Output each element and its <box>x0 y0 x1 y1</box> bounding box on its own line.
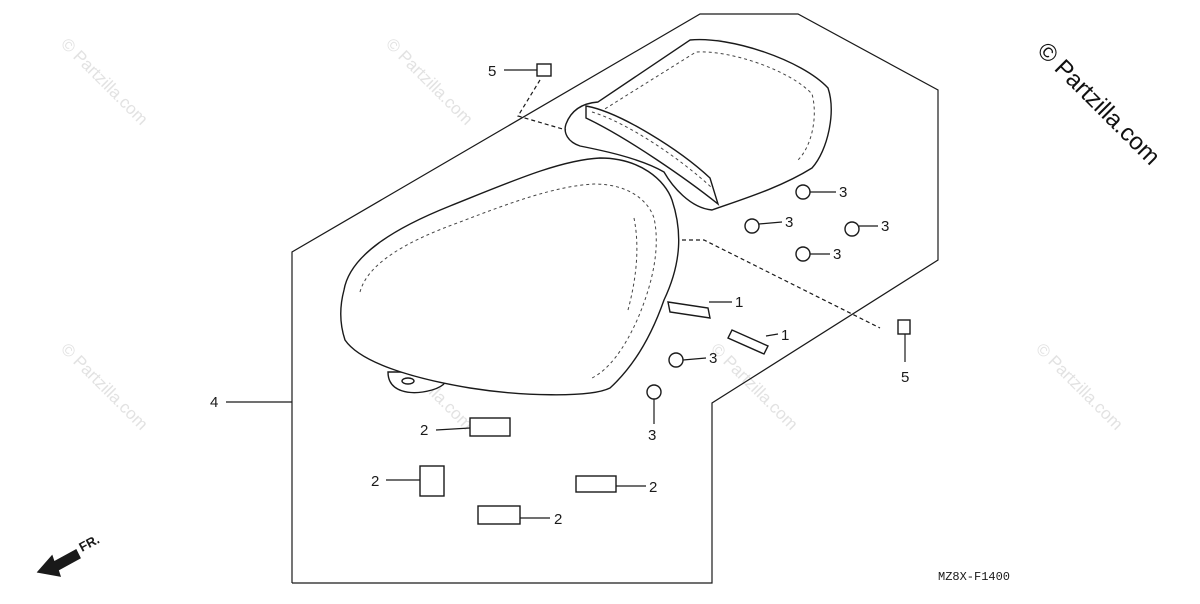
callout-3f: 3 <box>648 427 656 444</box>
callout-3e: 3 <box>709 350 717 367</box>
passenger-pillion <box>564 38 832 211</box>
seat-illustration <box>340 38 832 396</box>
bracket-2c <box>575 475 617 493</box>
callout-3c: 3 <box>881 218 889 235</box>
bracket-2a <box>469 417 511 437</box>
grommet-3d <box>795 246 811 262</box>
callout-2d: 2 <box>554 511 562 528</box>
rider-seat <box>340 157 680 396</box>
watermark-7: © Partzilla.com <box>1032 339 1126 433</box>
watermark-2: © Partzilla.com <box>382 34 476 128</box>
cushion-1a <box>667 301 711 319</box>
assembly-boundary <box>291 13 939 584</box>
bracket-2b <box>419 465 445 497</box>
callout-labels: 5 5 1 1 2 2 2 2 3 3 3 3 3 3 4 <box>210 63 909 528</box>
callout-3d: 3 <box>833 246 841 263</box>
part-bolts <box>536 63 911 335</box>
watermark-6: © Partzilla.com <box>707 339 801 433</box>
callout-2b: 2 <box>371 473 379 490</box>
callout-2a: 2 <box>420 422 428 439</box>
callout-1a: 1 <box>735 294 743 311</box>
copyright-text: © Partzilla.com <box>1032 37 1165 170</box>
leader-3e <box>682 357 707 361</box>
bolt-5b <box>897 319 911 335</box>
part-grommets <box>646 184 860 400</box>
leader-3b <box>758 221 783 225</box>
callout-3b: 3 <box>785 214 793 231</box>
part-cushions <box>667 301 769 355</box>
grommet-3e <box>668 352 684 368</box>
strap-stitch <box>591 111 713 189</box>
diagram-code: MZ8X-F1400 <box>938 570 1010 584</box>
part-brackets <box>419 417 617 525</box>
grommet-3b <box>744 218 760 234</box>
callout-4: 4 <box>210 394 218 411</box>
callout-5b: 5 <box>901 369 909 386</box>
watermark-4: © Partzilla.com <box>57 339 151 433</box>
front-arrow-icon <box>36 549 81 577</box>
pillion-stitch <box>599 51 815 161</box>
leader-1b <box>765 333 779 337</box>
pillion-strap <box>585 105 720 206</box>
callout-2c: 2 <box>649 479 657 496</box>
leader-5b-dash <box>682 239 881 329</box>
callout-1b: 1 <box>781 327 789 344</box>
front-arrow-label: FR. <box>76 532 102 555</box>
watermark-1: © Partzilla.com <box>57 34 151 128</box>
seat-base-hole <box>401 377 415 385</box>
bolt-5a <box>536 63 552 77</box>
front-direction-indicator: FR. <box>36 532 102 577</box>
grommet-3a <box>795 184 811 200</box>
leader-5a-dash <box>517 79 567 131</box>
cushion-1b <box>727 329 769 355</box>
callout-3a: 3 <box>839 184 847 201</box>
leader-lines <box>226 69 906 519</box>
bracket-2d <box>477 505 521 525</box>
leader-2a <box>435 427 471 431</box>
grommet-3f <box>646 384 662 400</box>
callout-5a: 5 <box>488 63 496 80</box>
grommet-3c <box>844 221 860 237</box>
